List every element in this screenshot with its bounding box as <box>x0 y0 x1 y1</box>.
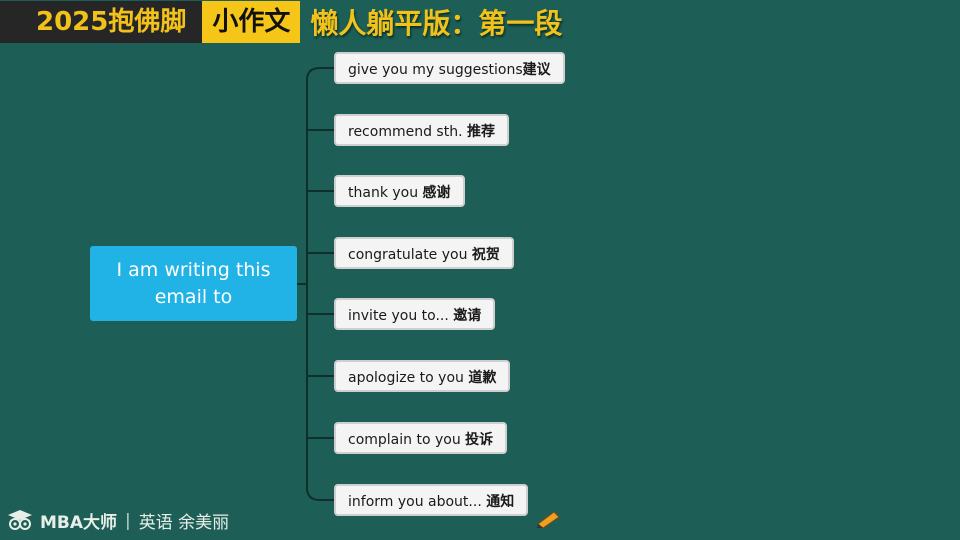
branch-zh: 投诉 <box>465 432 494 448</box>
branch-zh: 邀请 <box>453 308 482 324</box>
branch-zh: 建议 <box>522 62 551 78</box>
branch-en: apologize to you <box>348 370 469 386</box>
branch-node-inform: inform you about... 通知 <box>334 484 529 516</box>
branch-en: congratulate you <box>348 247 472 263</box>
owl-logo-icon <box>8 509 32 530</box>
pencil-icon <box>537 511 560 528</box>
watermark-subtitle: 英语 余美丽 <box>138 513 230 533</box>
central-text: I am writing this email to <box>116 258 271 308</box>
branch-node-suggestions: give you my suggestions建议 <box>334 52 565 84</box>
branch-node-apologize: apologize to you 道歉 <box>334 360 511 392</box>
branch-zh: 感谢 <box>422 185 451 201</box>
branch-en: complain to you <box>348 432 466 448</box>
branch-en: give you my suggestions <box>348 62 523 78</box>
branch-zh: 推荐 <box>466 124 495 140</box>
topic-tag: 小作文 <box>202 1 301 43</box>
brand-name: MBA大师 <box>40 513 118 533</box>
branch-en: thank you <box>348 185 423 201</box>
branch-node-recommend: recommend sth. 推荐 <box>334 114 509 146</box>
branch-node-thank: thank you 感谢 <box>334 175 465 207</box>
branch-en: inform you about... <box>348 494 487 510</box>
branch-node-invite: invite you to... 邀请 <box>334 298 496 330</box>
central-node: I am writing this email to <box>90 246 297 321</box>
watermark: MBA大师 | 英语 余美丽 <box>6 508 229 533</box>
branch-node-congratulate: congratulate you 祝贺 <box>334 237 514 269</box>
page-title: 懒人躺平版：第一段 <box>310 7 563 40</box>
year-tag: 2025抱佛脚 <box>0 1 203 43</box>
branch-en: recommend sth. <box>348 124 467 140</box>
watermark-separator: | <box>125 510 131 531</box>
branch-en: invite you to... <box>348 308 454 324</box>
branch-node-complain: complain to you 投诉 <box>334 422 508 454</box>
header: 2025抱佛脚 小作文 懒人躺平版：第一段 <box>0 0 562 44</box>
branch-zh: 道歉 <box>468 370 497 386</box>
branch-zh: 祝贺 <box>471 247 500 263</box>
branch-zh: 通知 <box>486 494 515 510</box>
